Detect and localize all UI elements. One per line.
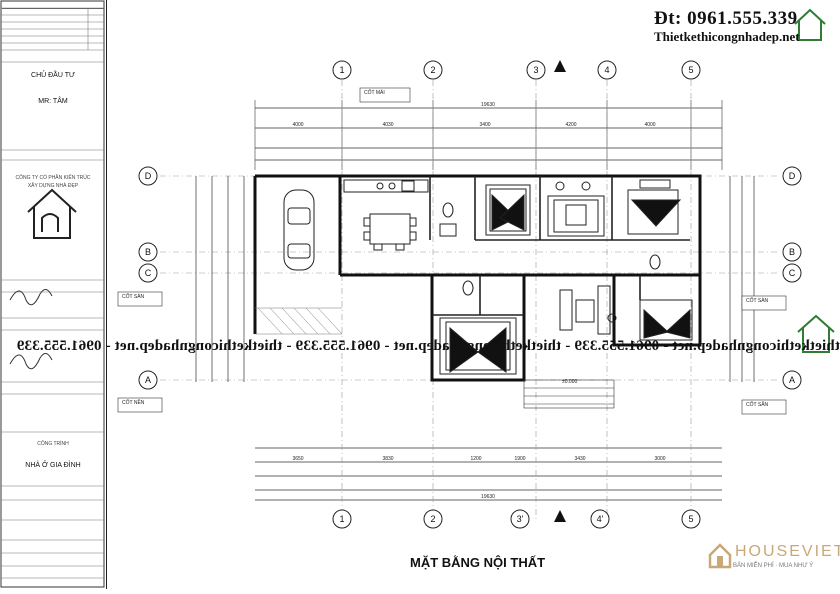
elevation-tag-nen: CỐT NỀN	[122, 399, 145, 406]
elevation-tag-san-2: CỐT SÂN	[746, 401, 769, 408]
floor-plan: 1 2 3 4 5 1 2 3' 4' 5 D C B A D C B A	[106, 0, 840, 589]
car-icon	[283, 189, 315, 271]
dim-bottom-6: 3000	[654, 456, 665, 462]
project-label: CÔNG TRÌNH	[37, 441, 69, 447]
toilet-icon	[439, 202, 661, 296]
dim-bottom-2: 3830	[382, 456, 393, 462]
bed-icon-4	[639, 299, 693, 341]
elevation-tag-san: CỐT SÀN	[122, 293, 145, 300]
grid-label-left-d: D	[145, 171, 152, 181]
dim-bottom-3: 1200	[470, 456, 481, 462]
title-block: CHỦ ĐẦU TƯ MR: TÂM CÔNG TY CỔ PHẦN KIẾN …	[0, 0, 107, 589]
grid-label-right-c: C	[789, 268, 796, 278]
grid-label-bottom-5: 5	[688, 514, 693, 524]
kitchen-counter-icon	[343, 179, 429, 193]
bed-icon-1	[485, 184, 531, 236]
inner-walls	[429, 176, 690, 316]
grid-label-bottom-4: 4'	[597, 514, 604, 524]
grid-label-top-5: 5	[688, 65, 693, 75]
signature-mark-2	[9, 353, 53, 370]
bottom-dimensions	[255, 447, 722, 501]
dim-bottom-4: 1900	[514, 456, 525, 462]
contact-header: Đt: 0961.555.339 Thietkethicongnhadep.ne…	[654, 8, 800, 45]
right-dimensions	[729, 176, 755, 382]
dim-top-4: 4200	[565, 122, 576, 128]
floor-plan-drawing: 1 2 3 4 5 1 2 3' 4' 5 D C B A D C B A	[117, 8, 835, 529]
grid-label-bottom-1: 1	[339, 514, 344, 524]
revision-header	[2, 1, 104, 9]
dim-top-overall: 19630	[481, 102, 495, 108]
grid-label-left-b: B	[145, 247, 151, 257]
houseviet-logo-icon	[708, 543, 732, 569]
bed-icon-3	[627, 179, 682, 235]
company-line-2: XÂY DỰNG NHÀ ĐẸP	[27, 183, 79, 189]
elevation-tags: CỐT MÁI CỐT SÀN CỐT NỀN CỐT SÀN CỐT SÂN …	[117, 87, 787, 415]
dim-top-3: 3400	[479, 122, 490, 128]
front-porch-steps	[523, 379, 615, 409]
left-dimensions	[195, 176, 245, 382]
dim-top-1: 4000	[292, 122, 303, 128]
bed-icon-5	[439, 317, 517, 375]
grid-label-top-2: 2	[430, 65, 435, 75]
owner-label: CHỦ ĐẦU TƯ	[31, 72, 75, 79]
company-line-1: CÔNG TY CỔ PHẦN KIẾN TRÚC	[15, 175, 91, 181]
garage-hatch	[255, 307, 343, 335]
outer-walls	[253, 174, 702, 382]
houseviet-brand: HOUSEVIET	[735, 543, 840, 560]
grid-label-left-a: A	[145, 375, 151, 385]
grid-label-bottom-3: 3'	[517, 514, 524, 524]
grid-bubbles	[138, 60, 802, 529]
houseviet-tagline: BẢN MIỄN PHÍ · MUA NHƯ Ý	[733, 563, 814, 569]
title-block-lines	[0, 0, 105, 588]
sofa-icon	[559, 285, 617, 335]
owner-name: MR: TÂM	[38, 98, 68, 105]
dim-top-5: 4000	[644, 122, 655, 128]
grid-label-right-b: B	[789, 247, 795, 257]
elevation-level: ±0.000	[562, 379, 577, 385]
contact-website: Thietkethicongnhadep.net	[654, 29, 800, 44]
project-name: NHÀ Ở GIA ĐÌNH	[25, 462, 81, 469]
grid-label-top-1: 1	[339, 65, 344, 75]
top-dimensions	[254, 100, 723, 170]
dim-bottom-5: 3430	[574, 456, 585, 462]
contact-phone: Đt: 0961.555.339	[654, 8, 798, 29]
signature-mark-1	[9, 289, 53, 306]
grid-label-right-a: A	[789, 375, 795, 385]
dining-table-icon	[363, 213, 417, 251]
grid-label-top-3: 3	[533, 65, 538, 75]
house-logo-right-icon	[797, 314, 835, 353]
grid-label-left-c: C	[145, 268, 152, 278]
house-logo-top-icon	[794, 8, 826, 41]
dim-bottom-overall: 19630	[481, 494, 495, 500]
houseviet-logo: HOUSEVIET BẢN MIỄN PHÍ · MUA NHƯ Ý	[707, 541, 840, 574]
elevation-tag-mai: CỐT MÁI	[364, 89, 385, 96]
watermark-text: thietkethicongnhadep.net - 0961.555.339 …	[16, 338, 840, 354]
elevation-tag-san-right: CỐT SÀN	[746, 297, 769, 304]
grid-label-bottom-2: 2	[430, 514, 435, 524]
grid-label-right-d: D	[789, 171, 796, 181]
dim-top-2: 4030	[382, 122, 393, 128]
house-logo-icon	[27, 188, 77, 239]
dim-bottom-1: 3650	[292, 456, 303, 462]
section-markers	[554, 60, 566, 522]
bed-icon-2	[547, 181, 605, 237]
plan-title: MẶT BẰNG NỘI THẤT	[410, 555, 546, 570]
grid-label-top-4: 4	[604, 65, 609, 75]
